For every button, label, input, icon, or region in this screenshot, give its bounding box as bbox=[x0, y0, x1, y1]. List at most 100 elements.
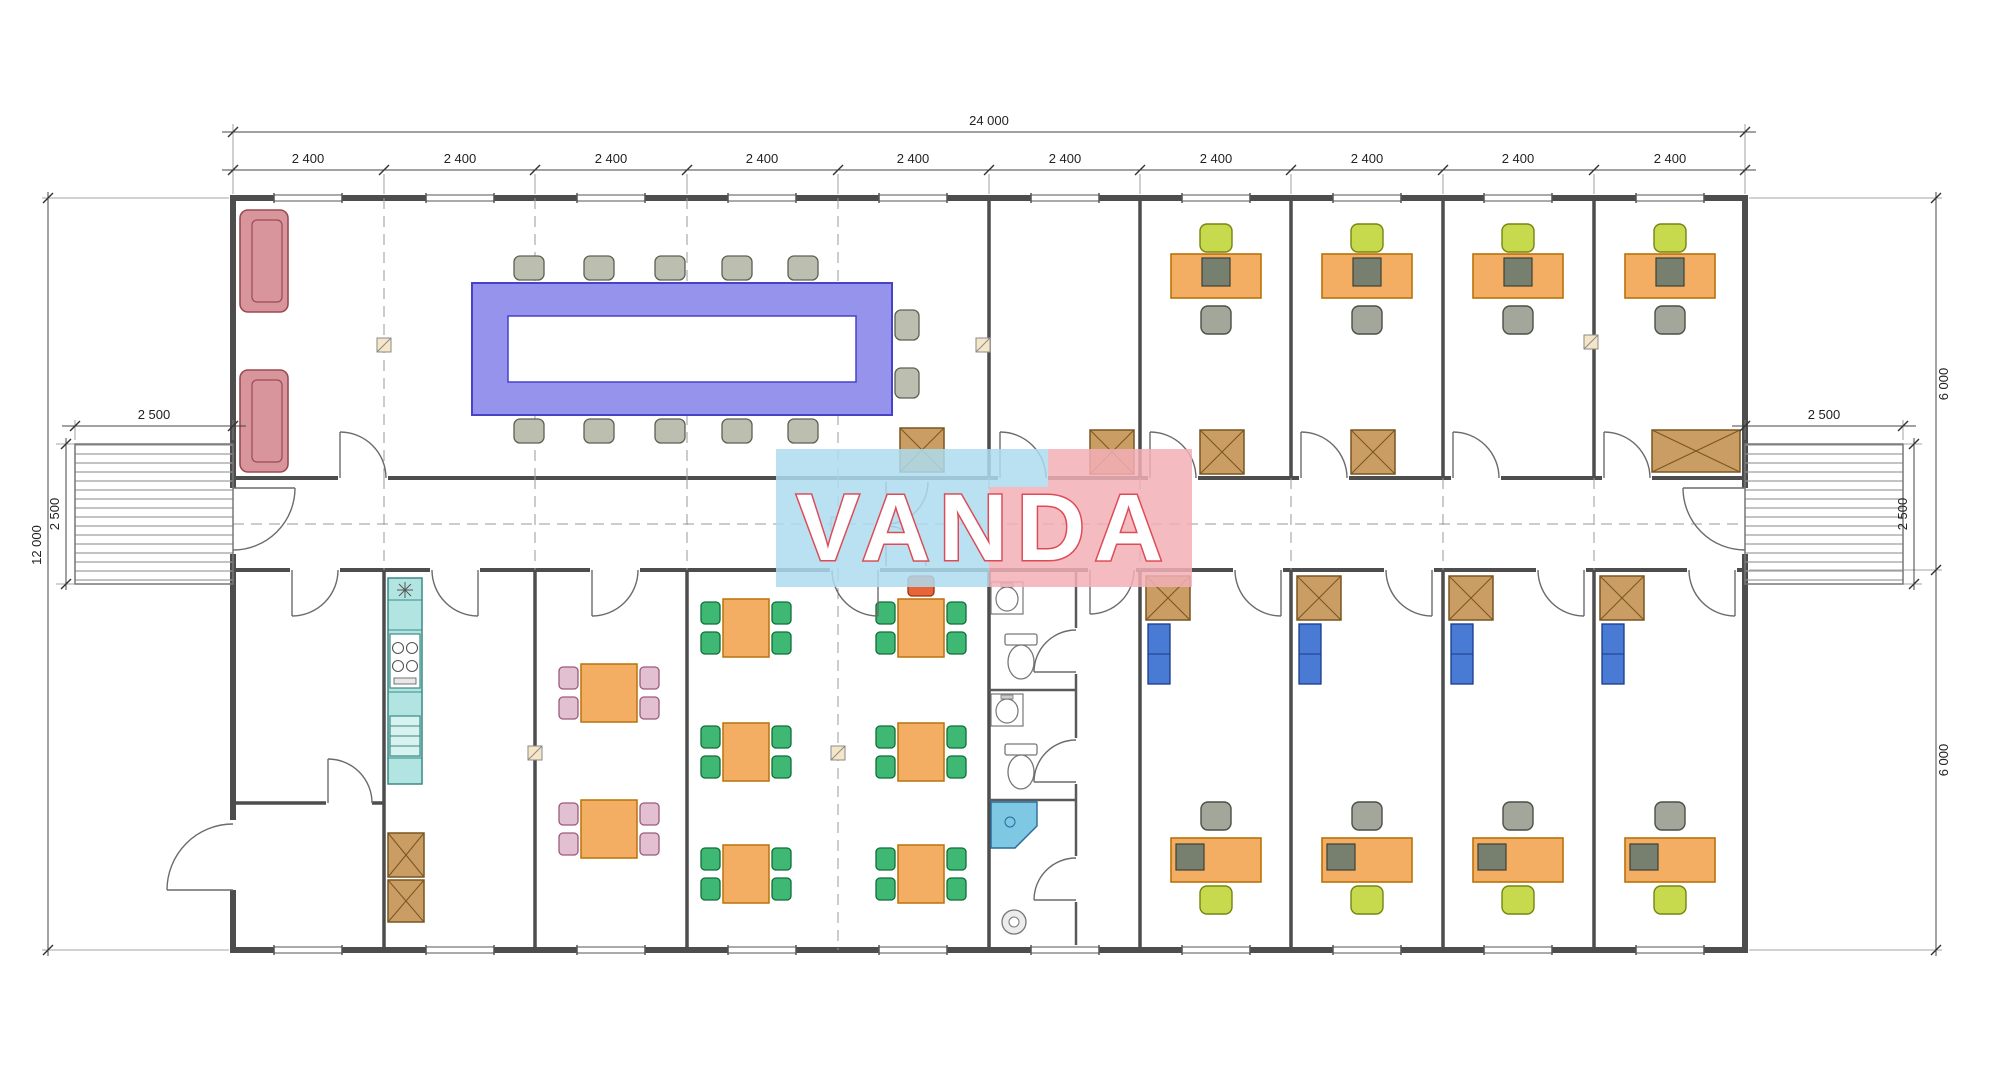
office-desk-group bbox=[1472, 801, 1564, 915]
window bbox=[727, 944, 797, 956]
cafeteria-table-group bbox=[700, 844, 792, 904]
door bbox=[232, 487, 296, 551]
water-heater bbox=[1001, 909, 1027, 935]
door bbox=[1452, 431, 1500, 479]
dim-overall-height: 12 000 bbox=[29, 525, 44, 565]
watermark: VANDA bbox=[776, 449, 1192, 587]
toilet bbox=[1004, 743, 1038, 790]
sofa bbox=[239, 209, 289, 313]
conference-chair bbox=[654, 418, 686, 444]
dim-module: 2 400 bbox=[444, 151, 477, 166]
dim-right-entrance-width: 2 500 bbox=[1808, 407, 1841, 422]
bottom-offices bbox=[1145, 575, 1716, 915]
sink bbox=[990, 693, 1024, 727]
cabinet-shelf-group bbox=[1599, 575, 1645, 685]
door bbox=[1385, 569, 1433, 617]
dim-module: 2 400 bbox=[897, 151, 930, 166]
window bbox=[1030, 944, 1100, 956]
door bbox=[166, 823, 234, 891]
dim-module: 2 400 bbox=[1351, 151, 1384, 166]
door bbox=[291, 569, 339, 617]
cafeteria bbox=[700, 575, 967, 904]
window bbox=[1030, 192, 1100, 204]
cabinet-shelf-group bbox=[1145, 575, 1191, 685]
door bbox=[1537, 569, 1585, 617]
conference-chair bbox=[721, 418, 753, 444]
dim-module: 2 400 bbox=[1654, 151, 1687, 166]
column-marker bbox=[975, 337, 991, 353]
dim-right-wing-bottom: 6 000 bbox=[1936, 744, 1951, 777]
watermark-shape-pink bbox=[989, 449, 1192, 587]
sink-star-icon bbox=[397, 582, 413, 598]
column-marker bbox=[527, 745, 543, 761]
window bbox=[1181, 192, 1251, 204]
office-desk-group bbox=[1624, 801, 1716, 915]
conference-chair bbox=[513, 255, 545, 281]
window bbox=[273, 192, 343, 204]
watermark-shape-blue bbox=[776, 449, 1048, 587]
dim-left-entrance-width: 2 500 bbox=[138, 407, 171, 422]
dim-overall-width: 24 000 bbox=[969, 113, 1009, 128]
cabinet-shelf-group bbox=[1296, 575, 1342, 685]
door bbox=[1033, 739, 1077, 783]
door bbox=[431, 569, 479, 617]
stove bbox=[389, 633, 421, 689]
office-desk-group bbox=[1170, 801, 1262, 915]
dim-module: 2 400 bbox=[1200, 151, 1233, 166]
conference-chair bbox=[513, 418, 545, 444]
kitchen bbox=[387, 577, 425, 923]
window bbox=[1181, 944, 1251, 956]
cabinet bbox=[387, 879, 425, 923]
office-desk-group bbox=[1321, 801, 1413, 915]
cabinet bbox=[1199, 429, 1245, 475]
dining-room bbox=[558, 663, 660, 859]
door bbox=[1688, 569, 1736, 617]
column-marker bbox=[830, 745, 846, 761]
conference-chair bbox=[583, 255, 615, 281]
dim-module: 2 400 bbox=[595, 151, 628, 166]
window bbox=[878, 944, 948, 956]
door bbox=[1033, 629, 1077, 673]
door bbox=[1300, 431, 1348, 479]
dim-left-entrance-depth: 2 500 bbox=[47, 498, 62, 531]
toilet bbox=[1004, 633, 1038, 680]
window bbox=[425, 944, 495, 956]
dimension-ticks bbox=[42, 126, 1942, 956]
conference-chair bbox=[583, 418, 615, 444]
conference-chair bbox=[787, 418, 819, 444]
cafeteria-table-group bbox=[875, 722, 967, 782]
window bbox=[425, 192, 495, 204]
kitchen-drawers bbox=[389, 715, 421, 757]
top-offices bbox=[1170, 223, 1741, 475]
office-desk-group bbox=[1624, 223, 1716, 335]
dimension-annotations: 24 000 2 400 2 400 2 400 2 400 2 400 2 4… bbox=[29, 113, 1951, 956]
office-desk-group bbox=[1321, 223, 1413, 335]
window bbox=[576, 192, 646, 204]
dim-right-wing-top: 6 000 bbox=[1936, 368, 1951, 401]
office-desk-group bbox=[1472, 223, 1564, 335]
window bbox=[1332, 192, 1402, 204]
window bbox=[1635, 192, 1705, 204]
window bbox=[576, 944, 646, 956]
entrance-ramp-left bbox=[74, 443, 234, 585]
dim-module: 2 400 bbox=[292, 151, 325, 166]
window bbox=[1483, 944, 1553, 956]
cafeteria-table-group bbox=[875, 598, 967, 658]
cabinet bbox=[1350, 429, 1396, 475]
dining-table-group bbox=[558, 663, 660, 723]
dim-module: 2 400 bbox=[1049, 151, 1082, 166]
entrances bbox=[74, 443, 1904, 585]
conference-chair bbox=[894, 309, 920, 341]
window bbox=[878, 192, 948, 204]
door-openings bbox=[227, 473, 1751, 902]
window bbox=[727, 192, 797, 204]
door bbox=[1033, 857, 1077, 901]
cafeteria-table-group bbox=[700, 722, 792, 782]
extension-lines bbox=[42, 124, 1942, 951]
door bbox=[591, 569, 639, 617]
cafeteria-table-group bbox=[700, 598, 792, 658]
entrance-ramp-right bbox=[1744, 443, 1904, 585]
window bbox=[1483, 192, 1553, 204]
restroom bbox=[990, 581, 1038, 935]
